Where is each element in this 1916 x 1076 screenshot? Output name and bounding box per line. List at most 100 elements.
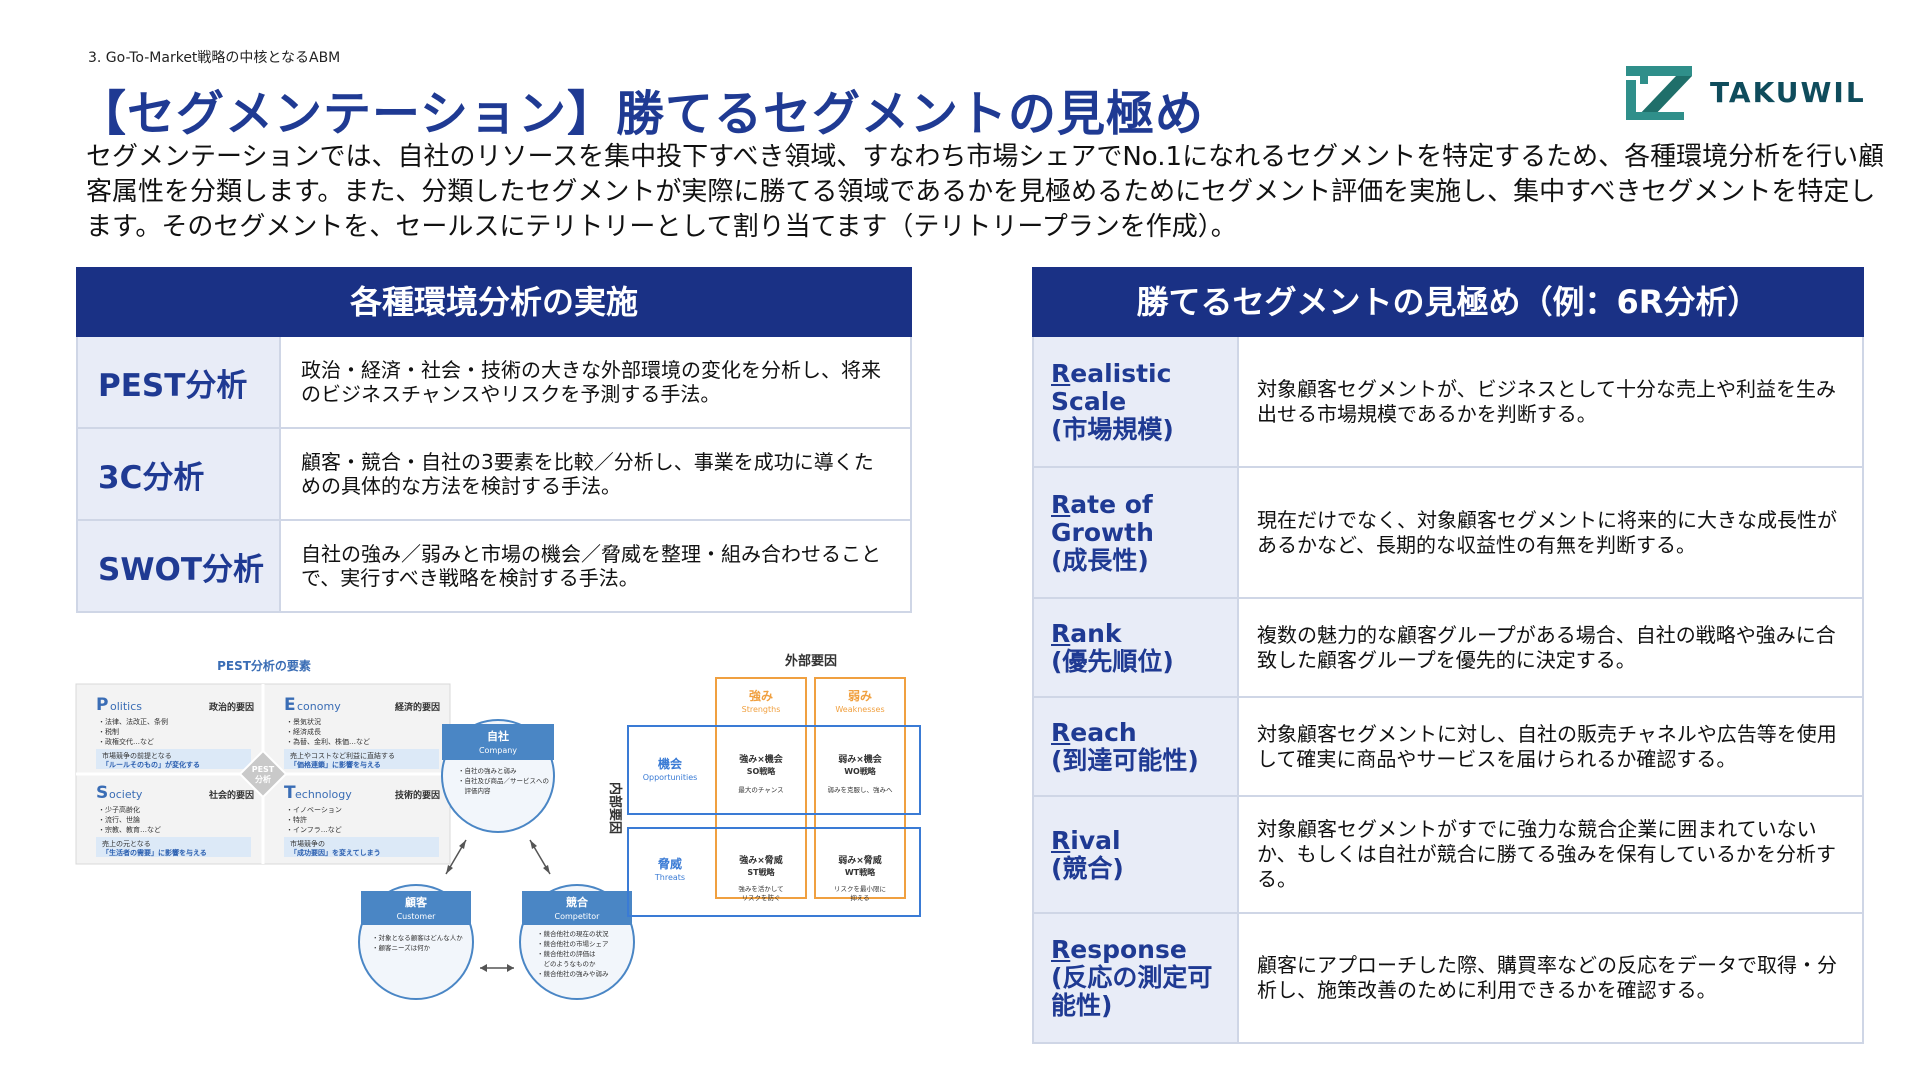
row-label: 3C分析 [78, 429, 281, 519]
row-description: 政治・経済・社会・技術の大きな外部環境の変化を分析し、将来のビジネスチャンスやリ… [301, 358, 881, 406]
company-item: ・自社及び商品／サービスへの [458, 776, 549, 785]
row-label: SWOT分析 [78, 521, 281, 611]
technology-jp: 技術的要因 [395, 789, 440, 801]
technology-item: ・インフラ…など [286, 826, 342, 834]
wo-strategy: WO戦略 [844, 766, 877, 776]
society-note: 「生活者の需要」に影響を与える [102, 848, 207, 857]
st-strategy: ST戦略 [747, 867, 775, 877]
st-note: 強みを活かして [738, 884, 783, 893]
row-label: Rate of Growth (成長性) [1034, 468, 1239, 597]
competitor-item: ・競合他社の評価は [537, 949, 596, 958]
technology-note: 「成功要因」を変えてしまう [290, 848, 381, 857]
customer-en: Customer [397, 912, 437, 921]
three-c-diagram: 自社 Company ・自社の強みと弱み ・自社及び商品／サービスへの 評価内容… [358, 719, 635, 1000]
pest-diagram: PEST分析の要素 P olitics 政治的要因 ・法律、法改正、条例 ・税制… [75, 658, 451, 865]
technology-note: 市場競争の [290, 839, 325, 848]
technology-item: ・イノベーション [286, 806, 342, 814]
table-row: Reach (到達可能性) 対象顧客セグメントに対し、自社の販売チャネルや広告等… [1032, 698, 1864, 797]
internal-factors-label: 内部要因 [607, 782, 623, 834]
society-cap: S [96, 783, 108, 803]
row-description: 対象顧客セグメントに対し、自社の販売チャネルや広告等を使用して確実に商品やサービ… [1257, 721, 1837, 771]
technology-item: ・特許 [286, 815, 307, 824]
row-label: PEST分析 [78, 337, 281, 427]
politics-item: ・法律、法改正、条例 [98, 717, 168, 726]
company-en: Company [479, 746, 517, 755]
society-item: ・流行、世論 [98, 815, 140, 824]
customer-label: 顧客 [405, 895, 428, 909]
external-factors-label: 外部要因 [784, 653, 837, 669]
right-panel-heading: 勝てるセグメントの見極め（例：6R分析） [1032, 267, 1864, 337]
table-row: Realistic Scale (市場規模) 対象顧客セグメントが、ビジネスとし… [1032, 337, 1864, 468]
row-description: 対象顧客セグメントが、ビジネスとして十分な売上や利益を生み出せる市場規模であるか… [1257, 376, 1836, 426]
society-word: ociety [109, 788, 143, 801]
politics-jp: 政治的要因 [209, 701, 254, 713]
wo-label: 弱み×機会 [838, 753, 883, 765]
company-item: 評価内容 [458, 786, 491, 795]
logo: TAKUWIL [1618, 62, 1864, 124]
lead-paragraph: セグメンテーションでは、自社のリソースを集中投下すべき領域、すなわち市場シェアで… [86, 142, 1885, 242]
logo-mark-icon [1626, 66, 1692, 120]
row-description: 対象顧客セグメントがすでに強力な競合企業に囲まれていないか、もしくは自社が競合に… [1257, 817, 1836, 891]
row-description: 現在だけでなく、対象顧客セグメントに将来的に大きな成長性があるかなど、長期的な収… [1257, 507, 1837, 557]
wo-note: 弱みを克服し、強みへ [828, 786, 894, 794]
economy-item: ・景気状況 [286, 717, 321, 726]
so-note: 最大のチャンス [738, 785, 783, 794]
strengths-en: Strengths [742, 705, 781, 714]
wt-note: 抑える [850, 893, 869, 902]
society-jp: 社会的要因 [208, 789, 254, 801]
economy-note: 売上やコストなど利益に直結する [290, 751, 395, 760]
threats-label: 脅威 [657, 856, 682, 871]
environment-analysis-table: 各種環境分析の実施 PEST分析 政治・経済・社会・技術の大きな外部環境の変化を… [76, 267, 912, 613]
logo-text: TAKUWIL [1710, 76, 1866, 109]
weaknesses-en: Weaknesses [835, 705, 884, 714]
economy-item: ・経済成長 [286, 727, 321, 736]
politics-note: 「ルールそのもの」が変化する [102, 760, 200, 769]
wt-note: リスクを最小限に [834, 884, 886, 893]
table-row: SWOT分析 自社の強み／弱みと市場の機会／脅威を整理・組み合わせることで、実行… [76, 521, 912, 613]
customer-item: ・顧客ニーズは何か [372, 943, 431, 952]
wt-strategy: WT戦略 [845, 867, 876, 877]
breadcrumb: 3. Go-To-Market戦略の中核となるABM [88, 50, 341, 66]
society-item: ・宗教、教育…など [98, 825, 161, 834]
weaknesses-label: 弱み [848, 688, 872, 703]
opportunities-en: Opportunities [643, 773, 698, 782]
economy-jp: 経済的要因 [395, 701, 440, 713]
st-note: リスクを防ぐ [742, 893, 781, 902]
economy-item: ・為替、金利、株価…など [286, 737, 370, 746]
page-title: 【セグメンテーション】勝てるセグメントの見極め [78, 86, 1205, 142]
table-row: Response (反応の測定可能性) 顧客にアプローチした際、購買率などの反応… [1032, 914, 1864, 1044]
pest-center-label: PEST [252, 765, 275, 774]
so-strategy: SO戦略 [747, 766, 777, 776]
politics-item: ・政権交代…など [98, 737, 154, 746]
politics-item: ・税制 [98, 727, 119, 736]
analysis-diagrams: PEST分析の要素 P olitics 政治的要因 ・法律、法改正、条例 ・税制… [75, 653, 921, 1000]
row-label: Response (反応の測定可能性) [1034, 914, 1239, 1042]
technology-cap: T [284, 783, 296, 803]
company-item: ・自社の強みと弱み [458, 766, 517, 775]
politics-word: olitics [110, 700, 142, 713]
society-item: ・少子高齢化 [98, 805, 140, 814]
row-description: 自社の強み／弱みと市場の機会／脅威を整理・組み合わせることで、実行すべき戦略を検… [301, 542, 881, 590]
left-panel-heading: 各種環境分析の実施 [76, 267, 912, 337]
society-note: 売上の元となる [102, 839, 151, 848]
row-description: 顧客にアプローチした際、購買率などの反応をデータで取得・分析し、施策改善のために… [1257, 953, 1837, 1002]
swot-diagram: 外部要因 内部要因 強み Strengths 弱み Weaknesses 機会 … [607, 653, 921, 917]
table-row: Rival (競合) 対象顧客セグメントがすでに強力な競合企業に囲まれていないか… [1032, 797, 1864, 914]
row-label: Reach (到達可能性) [1034, 698, 1239, 795]
six-r-analysis-table: 勝てるセグメントの見極め（例：6R分析） Realistic Scale (市場… [1032, 267, 1864, 1044]
customer-item: ・対象となる顧客はどんな人か [372, 933, 463, 942]
st-label: 強み×脅威 [739, 854, 783, 866]
competitor-item: ・競合他社の市場シェア [537, 939, 609, 948]
row-description: 顧客・競合・自社の3要素を比較／分析し、事業を成功に導くための具体的な方法を検討… [301, 450, 874, 498]
politics-note: 市場競争の前提となる [102, 751, 172, 760]
wt-label: 弱み×脅威 [838, 854, 882, 866]
competitor-label: 競合 [566, 895, 589, 909]
row-description: 複数の魅力的な顧客グループがある場合、自社の戦略や強みに合致した顧客グループを優… [1257, 622, 1836, 672]
pest-center-label: 分析 [255, 774, 271, 784]
strengths-label: 強み [749, 688, 773, 703]
pest-title: PEST分析の要素 [217, 658, 311, 673]
row-label: Rank (優先順位) [1034, 599, 1239, 696]
table-row: 3C分析 顧客・競合・自社の3要素を比較／分析し、事業を成功に導くための具体的な… [76, 429, 912, 521]
threats-en: Threats [654, 873, 685, 882]
politics-cap: P [96, 695, 108, 715]
